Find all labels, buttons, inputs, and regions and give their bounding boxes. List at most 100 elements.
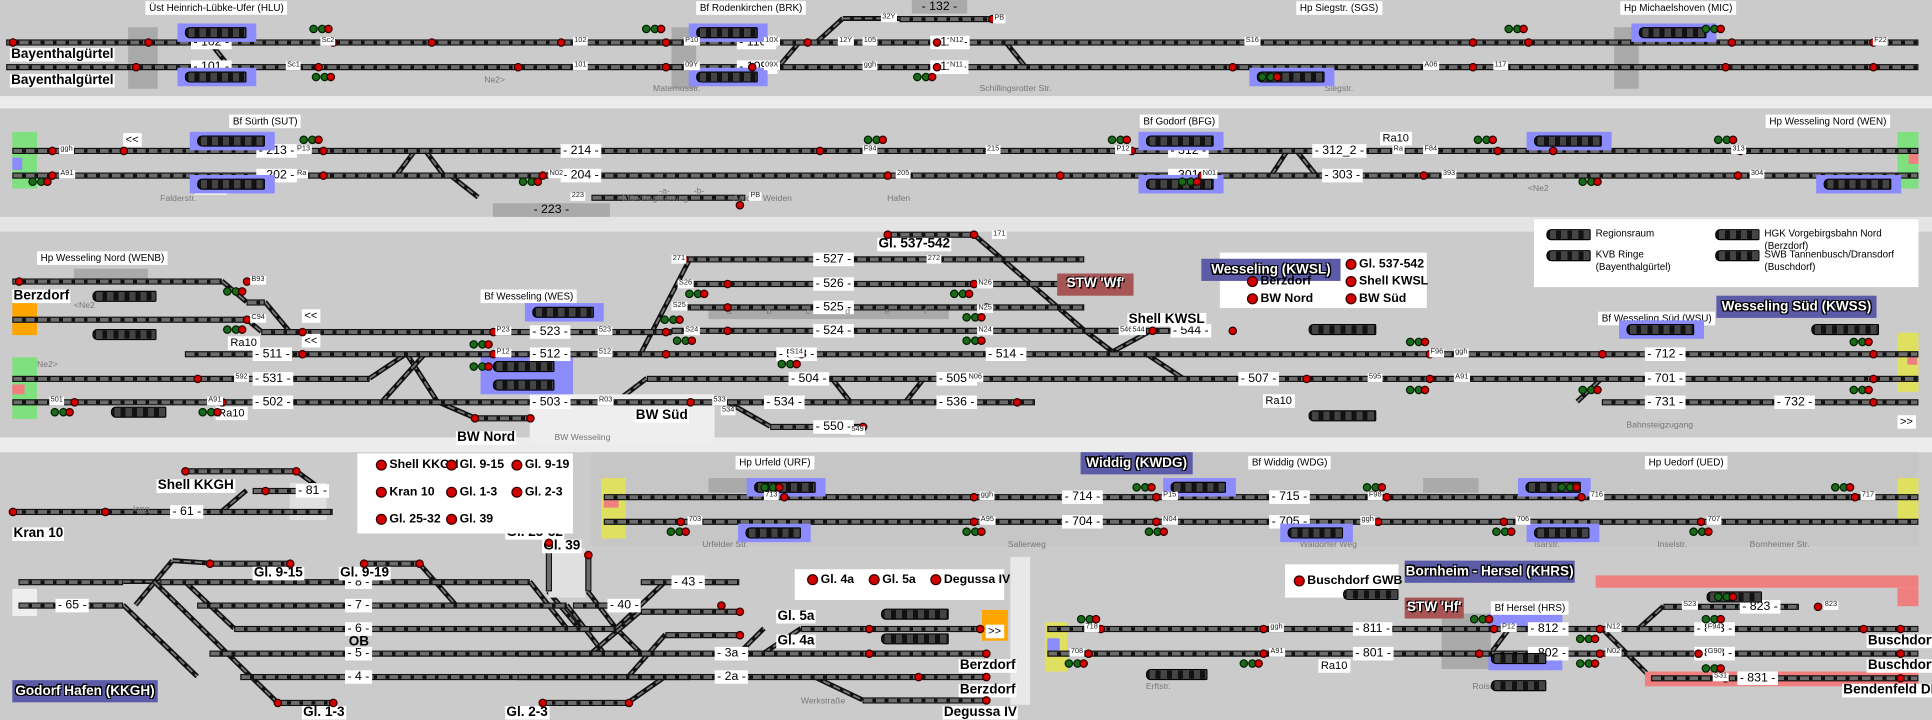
track-number-label[interactable]: - 731 - [1644,395,1686,410]
signal-red-icon[interactable] [1858,624,1868,633]
signal-red-icon[interactable] [8,507,17,516]
signal-red-icon[interactable] [426,37,436,47]
signal-red-icon[interactable] [734,606,744,616]
track-number-label[interactable]: - 7 - [344,598,372,613]
train-number-display[interactable] [92,328,157,341]
track-number-label[interactable]: - 5 - [344,646,372,661]
endpoint-label[interactable]: Gl. 9-15 [252,565,305,581]
signal-red-icon[interactable] [1518,24,1528,33]
signal-red-icon[interactable] [1424,373,1434,383]
signal-red-icon[interactable] [1091,614,1100,623]
track-number-label[interactable]: - 312_2 - [1312,144,1367,158]
train-number-display[interactable] [745,527,801,539]
signal-red-icon[interactable] [414,558,424,568]
signal-red-icon[interactable] [722,302,732,312]
signal-red-icon[interactable] [297,327,307,336]
signal-red-icon[interactable] [313,134,323,144]
train-number-display[interactable] [1308,410,1377,422]
track-number-label[interactable]: - 61 - [170,505,204,519]
signal-red-icon[interactable] [1055,170,1064,180]
signal-red-icon[interactable] [1258,624,1268,633]
signal-red-icon[interactable] [661,62,670,71]
train-number-display[interactable] [1811,324,1880,336]
signal-red-icon[interactable] [8,37,17,47]
signal-red-icon[interactable] [932,62,941,71]
signal-red-icon[interactable] [969,492,978,501]
signal-red-icon[interactable] [131,62,140,71]
train-number-display[interactable] [1287,527,1344,539]
train-number-display[interactable] [1343,588,1399,601]
track-segment[interactable] [640,398,690,405]
track-segment[interactable] [197,601,567,609]
signal-red-icon[interactable] [1506,526,1515,536]
track-segment[interactable] [665,631,740,638]
track-segment[interactable] [12,171,1919,179]
signal-red-icon[interactable] [69,397,79,406]
signal-red-icon[interactable] [556,37,565,47]
train-number-display[interactable] [1256,71,1325,83]
endpoint-label[interactable]: Kran 10 [12,526,65,541]
signal-red-icon[interactable] [699,288,708,298]
track-segment[interactable] [603,518,1919,525]
signal-red-icon[interactable] [1595,648,1604,658]
signal-red-icon[interactable] [1147,325,1157,335]
signal-red-icon[interactable] [1484,614,1493,623]
signal-red-icon[interactable] [583,550,593,559]
track-segment[interactable] [246,298,265,305]
signal-red-icon[interactable] [64,407,74,416]
train-number-display[interactable] [880,608,949,620]
signal-red-icon[interactable] [1523,37,1533,47]
legend-signal-3[interactable]: BW Nord [1247,292,1313,306]
signal-red-icon[interactable] [14,276,23,286]
train-number-display[interactable] [1534,527,1590,539]
track-number-label[interactable]: - 811 - [1352,622,1393,636]
track-segment[interactable] [12,277,222,285]
signal-red-icon[interactable] [1813,601,1822,611]
track-number-label[interactable]: - 504 - [788,372,830,386]
signal-red-icon[interactable] [537,170,547,180]
track-segment[interactable] [184,467,296,474]
signal-red-icon[interactable] [661,349,670,358]
signal-red-icon[interactable] [297,349,307,358]
train-number-display[interactable] [1823,178,1892,190]
legend-signal-2[interactable]: Shell KWSL [1345,275,1428,289]
signal-red-icon[interactable] [525,413,535,423]
track-segment[interactable] [261,328,672,335]
signal-red-icon[interactable] [1592,385,1602,394]
legend-signal[interactable]: Gl. 4a [807,573,855,587]
train-number-display[interactable] [1546,229,1591,241]
legend-signal[interactable]: Gl. 9-15 [446,458,505,472]
signal-red-icon[interactable] [318,146,328,155]
track-number-label[interactable]: - 536 - [936,395,977,410]
track-number-label[interactable]: - 514 - [985,347,1027,362]
signal-red-icon[interactable] [1151,492,1161,501]
signal-red-icon[interactable] [1576,492,1586,501]
legend-signal[interactable]: Gl. 1-3 [446,485,498,499]
endpoint-label[interactable]: Buschdorf [1866,634,1932,649]
signal-red-icon[interactable] [791,359,801,368]
endpoint-label[interactable]: Berzdorf [958,682,1017,698]
track-segment[interactable] [18,578,124,585]
signal-red-icon[interactable] [1474,648,1483,658]
signal-red-icon[interactable] [722,279,732,288]
signal-red-icon[interactable] [513,62,522,71]
area-title-khrs[interactable]: Bornheim - Hersel (KHRS) [1404,560,1575,583]
signal-red-icon[interactable] [1083,648,1093,658]
signal-red-icon[interactable] [969,229,978,239]
track-number-label[interactable]: - 303 - [1322,168,1363,183]
track-number-label[interactable]: - 544 - [1170,324,1212,338]
signal-red-icon[interactable] [318,170,328,180]
signal-red-icon[interactable] [1895,648,1905,658]
signal-red-icon[interactable] [981,648,991,658]
track-number-label[interactable]: - 531 - [252,372,294,386]
track-segment[interactable] [862,696,986,703]
signal-red-icon[interactable] [359,558,368,568]
train-number-display[interactable] [1525,481,1581,493]
signal-red-icon[interactable] [192,373,202,383]
legend-signal[interactable]: Gl. 2-3 [511,485,563,499]
train-number-display[interactable] [696,27,758,39]
endpoint-label[interactable]: Buschdorf [1866,659,1932,673]
signal-red-icon[interactable] [864,624,873,633]
signal-red-icon[interactable] [1895,624,1905,633]
legend-signal[interactable]: Gl. 39 [446,513,494,527]
